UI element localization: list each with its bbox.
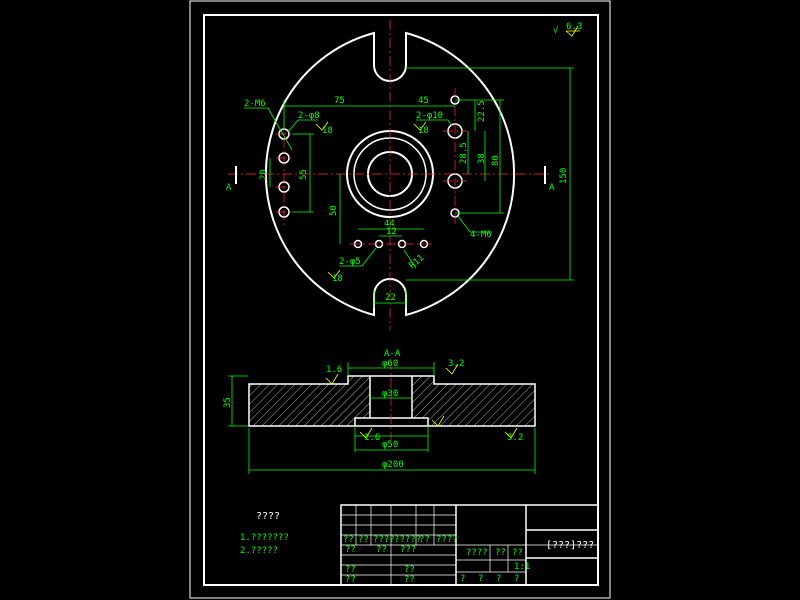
svg-text:??: ?? (404, 575, 415, 585)
svg-text:√: √ (553, 25, 559, 36)
svg-text:A: A (226, 183, 232, 193)
svg-text:?: ? (478, 574, 483, 584)
technical-notes: ???? 1.??????? 2.????? (240, 511, 289, 556)
svg-text:????: ???? (256, 511, 280, 522)
svg-text:?: ? (460, 574, 465, 584)
title-block: ?? ?? ???? ????? ?? ???? ?? ?? ??? ?? ??… (340, 504, 599, 586)
svg-text:150: 150 (559, 168, 569, 184)
section-left-body (248, 375, 371, 427)
plan-view: A A 75 45 2-M6 2-φ8 18 2-φ10 (226, 20, 574, 330)
svg-text:4-M6: 4-M6 (470, 230, 492, 240)
svg-text:A-A: A-A (384, 349, 401, 359)
svg-text:????: ???? (373, 535, 395, 545)
svg-text:?: ? (496, 574, 501, 584)
svg-text:2-φ8: 2-φ8 (298, 111, 320, 121)
svg-text:45: 45 (418, 96, 429, 106)
svg-text:?: ? (514, 574, 519, 584)
svg-text:22.5: 22.5 (477, 100, 487, 122)
svg-text:12: 12 (386, 227, 397, 237)
svg-text:1.6: 1.6 (326, 365, 342, 375)
svg-text:75: 75 (334, 96, 345, 106)
svg-text:R11: R11 (407, 253, 426, 271)
svg-text:18: 18 (418, 126, 429, 136)
svg-text:80: 80 (491, 155, 501, 166)
svg-text:??: ?? (495, 548, 506, 558)
svg-text:44: 44 (384, 219, 395, 229)
svg-text:φ200: φ200 (382, 460, 404, 470)
svg-text:φ60: φ60 (382, 359, 398, 369)
bottom-holes (350, 239, 432, 249)
corner-roughness-mark: √ 6.3 (553, 22, 582, 37)
svg-text:???: ??? (400, 545, 416, 555)
svg-text:20: 20 (259, 169, 269, 180)
svg-text:??: ?? (376, 545, 387, 555)
svg-text:6.3: 6.3 (566, 22, 582, 32)
svg-text:1.???????: 1.??????? (240, 533, 289, 543)
svg-text:55: 55 (299, 169, 309, 180)
svg-text:????: ???? (466, 548, 488, 558)
svg-text:28.5: 28.5 (459, 142, 469, 164)
svg-text:[???]???: [???]??? (546, 540, 594, 551)
svg-text:22: 22 (385, 293, 396, 303)
svg-text:??: ?? (404, 565, 415, 575)
svg-text:φ30: φ30 (382, 389, 398, 399)
svg-text:18: 18 (332, 274, 343, 284)
plan-dimensions: 75 45 2-M6 2-φ8 18 2-φ10 18 22.5 28.5 (244, 67, 574, 308)
svg-text:38: 38 (477, 153, 487, 164)
svg-text:2.?????: 2.????? (240, 546, 278, 556)
section-right-body (411, 375, 536, 427)
svg-text:??: ?? (343, 535, 354, 545)
svg-text:??: ?? (419, 535, 430, 545)
svg-text:3.2: 3.2 (448, 359, 464, 369)
svg-text:2-M6: 2-M6 (244, 99, 266, 109)
svg-text:??: ?? (345, 575, 356, 585)
svg-text:??: ?? (358, 535, 369, 545)
svg-text:3.2: 3.2 (507, 433, 523, 443)
svg-text:????: ???? (436, 535, 458, 545)
section-view: A-A φ60 φ30 φ50 φ200 35 (223, 349, 536, 474)
svg-text:2-φ10: 2-φ10 (416, 111, 443, 121)
svg-text:1.6: 1.6 (364, 433, 380, 443)
svg-text:A: A (549, 183, 555, 193)
svg-text:2-φ5: 2-φ5 (339, 257, 361, 267)
section-marker-a: A A (226, 166, 555, 193)
svg-text:φ50: φ50 (382, 440, 398, 450)
svg-text:1:1: 1:1 (514, 562, 530, 572)
sheet-outer-border (189, 0, 611, 599)
svg-text:??: ?? (345, 545, 356, 555)
svg-text:??: ?? (345, 565, 356, 575)
left-holes (276, 120, 292, 225)
svg-text:35: 35 (223, 397, 233, 408)
svg-text:??: ?? (512, 548, 523, 558)
svg-text:50: 50 (329, 205, 339, 216)
svg-text:18: 18 (322, 126, 333, 136)
svg-text:?????: ????? (394, 535, 421, 545)
